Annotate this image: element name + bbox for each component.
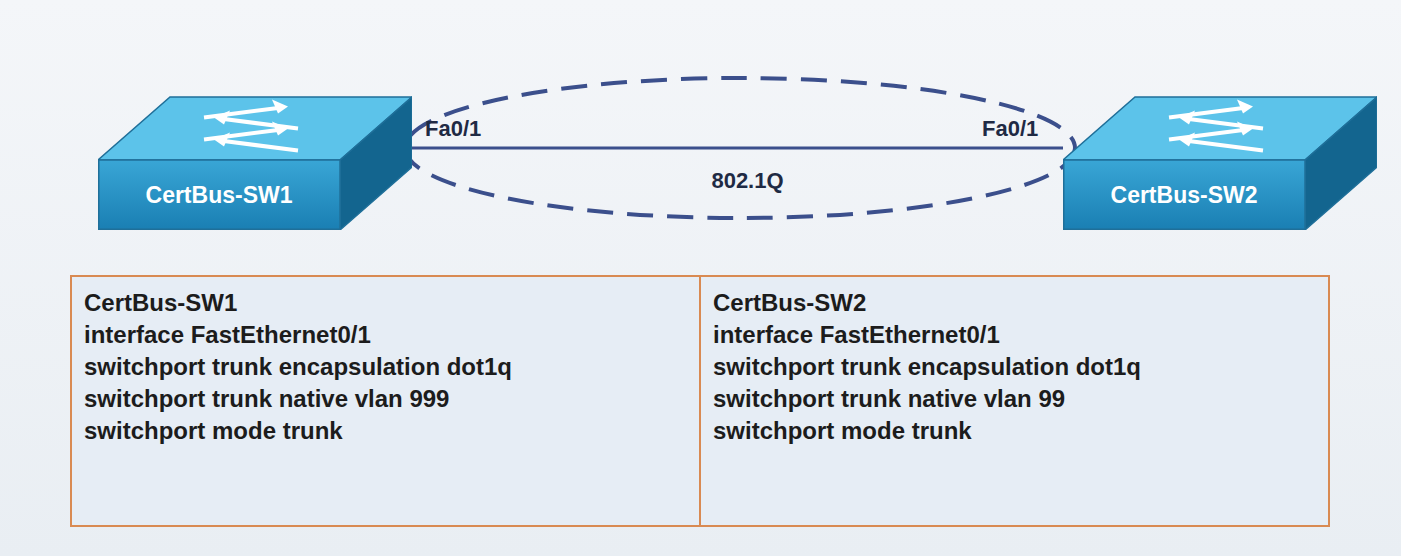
switch-front <box>99 160 340 229</box>
switch-name: CertBus-SW2 <box>1111 182 1258 209</box>
config-line: switchport trunk encapsulation dot1q <box>713 351 1316 383</box>
switch-node: CertBus-SW1 <box>98 95 412 230</box>
switch-arrow <box>1169 108 1247 118</box>
config-line: interface FastEthernet0/1 <box>713 319 1316 351</box>
switch-arrow <box>220 141 298 151</box>
panel-heading: CertBus-SW2 <box>713 287 1316 319</box>
trunk-ellipse <box>405 78 1075 218</box>
switch-arrowhead <box>272 122 288 136</box>
trunk-link <box>412 147 1063 150</box>
switch-arrow <box>220 119 298 129</box>
port-label: Fa0/1 <box>982 116 1038 142</box>
config-line: switchport mode trunk <box>84 415 687 447</box>
config-panel: CertBus-SW2interface FastEthernet0/1swit… <box>699 275 1330 527</box>
switch-front <box>1064 160 1305 229</box>
config-line: switchport mode trunk <box>713 415 1316 447</box>
switch-arrowhead <box>1179 111 1195 125</box>
switch-node: CertBus-SW2 <box>1063 95 1377 230</box>
switch-arrow <box>1185 141 1263 151</box>
config-panel: CertBus-SW1interface FastEthernet0/1swit… <box>70 275 701 527</box>
switch-arrowhead <box>272 100 288 114</box>
switch-arrow <box>1169 130 1247 140</box>
switch-arrow <box>204 130 282 140</box>
switch-arrowhead <box>1179 133 1195 147</box>
switch-arrow <box>1185 119 1263 129</box>
switch-side <box>1305 97 1377 230</box>
port-label: Fa0/1 <box>425 116 481 142</box>
switch-icon <box>1063 95 1377 230</box>
config-line: interface FastEthernet0/1 <box>84 319 687 351</box>
switch-arrow <box>204 108 282 118</box>
switch-arrowhead <box>1237 122 1253 136</box>
link-label: 802.1Q <box>707 168 787 194</box>
switch-arrowhead <box>1237 100 1253 114</box>
switch-arrowhead <box>214 111 230 125</box>
config-line: switchport trunk encapsulation dot1q <box>84 351 687 383</box>
switch-side <box>340 97 412 230</box>
switch-arrowhead <box>214 133 230 147</box>
config-line: switchport trunk native vlan 999 <box>84 383 687 415</box>
switch-name: CertBus-SW1 <box>146 182 293 209</box>
config-line: switchport trunk native vlan 99 <box>713 383 1316 415</box>
switch-icon <box>98 95 412 230</box>
panel-heading: CertBus-SW1 <box>84 287 687 319</box>
